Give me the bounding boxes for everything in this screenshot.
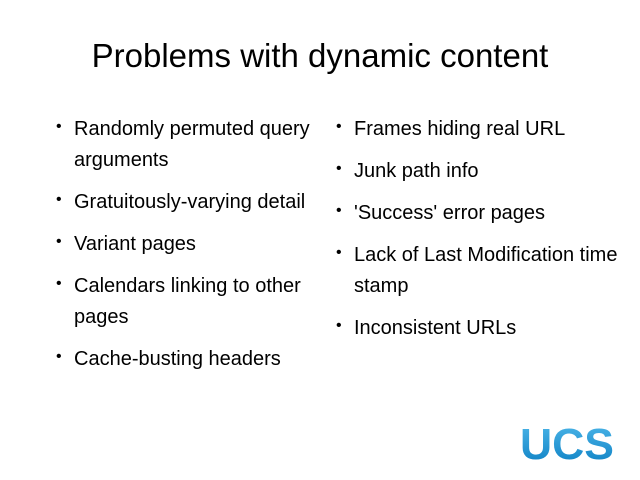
bullet-icon: • — [336, 118, 342, 135]
bullet-item: •Lack of Last Modification time stamp — [336, 240, 626, 302]
bullet-item: •Calendars linking to other pages — [56, 271, 326, 333]
bullet-icon: • — [336, 160, 342, 177]
svg-text:UCS: UCS — [520, 422, 614, 464]
bullet-icon: • — [56, 233, 62, 250]
bullet-icon: • — [56, 118, 62, 135]
slide-title: Problems with dynamic content — [91, 37, 549, 74]
bullet-icon: • — [56, 275, 62, 292]
bullet-icon: • — [336, 317, 342, 334]
ucs-logo: UCS — [520, 422, 614, 464]
bullet-item: •Gratuitously-varying detail — [56, 187, 326, 218]
bullet-icon: • — [336, 244, 342, 261]
bullet-icon: • — [56, 191, 62, 208]
bullet-item: •'Success' error pages — [336, 198, 626, 229]
bullet-item: •Cache-busting headers — [56, 344, 326, 375]
bullet-item: •Randomly permuted query arguments — [56, 114, 326, 176]
bullet-icon: • — [56, 348, 62, 365]
bullet-item: •Junk path info — [336, 156, 626, 187]
left-bullet-list: •Randomly permuted query arguments •Grat… — [56, 114, 326, 386]
bullet-item: •Frames hiding real URL — [336, 114, 626, 145]
bullet-item: •Inconsistent URLs — [336, 313, 626, 344]
bullet-item: •Variant pages — [56, 229, 326, 260]
right-bullet-list: •Frames hiding real URL •Junk path info … — [336, 114, 626, 355]
bullet-icon: • — [336, 202, 342, 219]
